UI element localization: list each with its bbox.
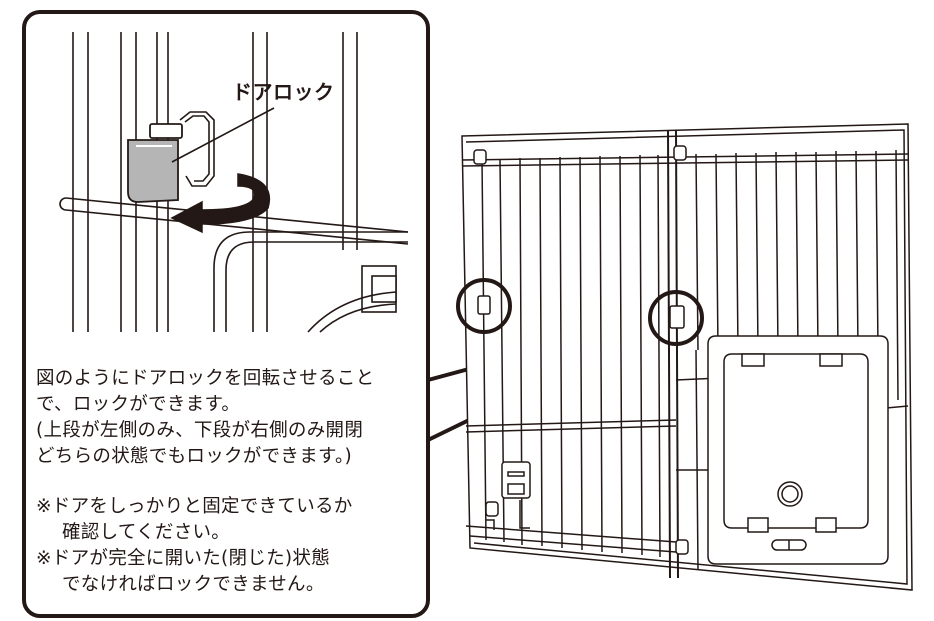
instruction-line-4: どちらの状態でもロックができます。) xyxy=(36,446,353,467)
lock-highlight-circles xyxy=(456,278,704,346)
inset-door-panel xyxy=(213,231,408,333)
callout-leader-line xyxy=(171,107,275,163)
instruction-line-2: で、ロックができます。 xyxy=(36,394,241,415)
center-lock-highlight xyxy=(648,290,704,346)
caution-notes: ※ドアをしっかりと固定できているか 確認してください。 ※ドアが完全に開いた(閉… xyxy=(36,494,436,598)
zoom-inset-panel xyxy=(22,10,430,618)
door-lock-body xyxy=(127,123,183,203)
left-lock-highlight xyxy=(456,278,512,334)
note-2-line-2: でなければロックできません。 xyxy=(62,574,325,595)
cage-panel xyxy=(461,123,913,591)
instruction-line-3: (上段が左側のみ、下段が右側のみ開閉 xyxy=(36,420,364,441)
note-1-line-1: ※ドアをしっかりと固定できているか xyxy=(36,496,353,517)
cage-right-bars xyxy=(695,149,899,571)
instruction-line-1: 図のようにドアロックを回転させること xyxy=(36,368,375,389)
rotate-arrow-icon xyxy=(170,173,271,234)
inset-lock-wire xyxy=(179,111,215,187)
instruction-text: 図のようにドアロックを回転させること で、ロックができます。 (上段が左側のみ、… xyxy=(36,366,436,470)
note-1-line-2: 確認してください。 xyxy=(62,522,231,543)
note-2-line-1: ※ドアが完全に開いた(閉じた)状態 xyxy=(36,548,331,569)
door-lock-label: ドアロック xyxy=(232,80,335,104)
cage-small-door xyxy=(707,335,889,565)
